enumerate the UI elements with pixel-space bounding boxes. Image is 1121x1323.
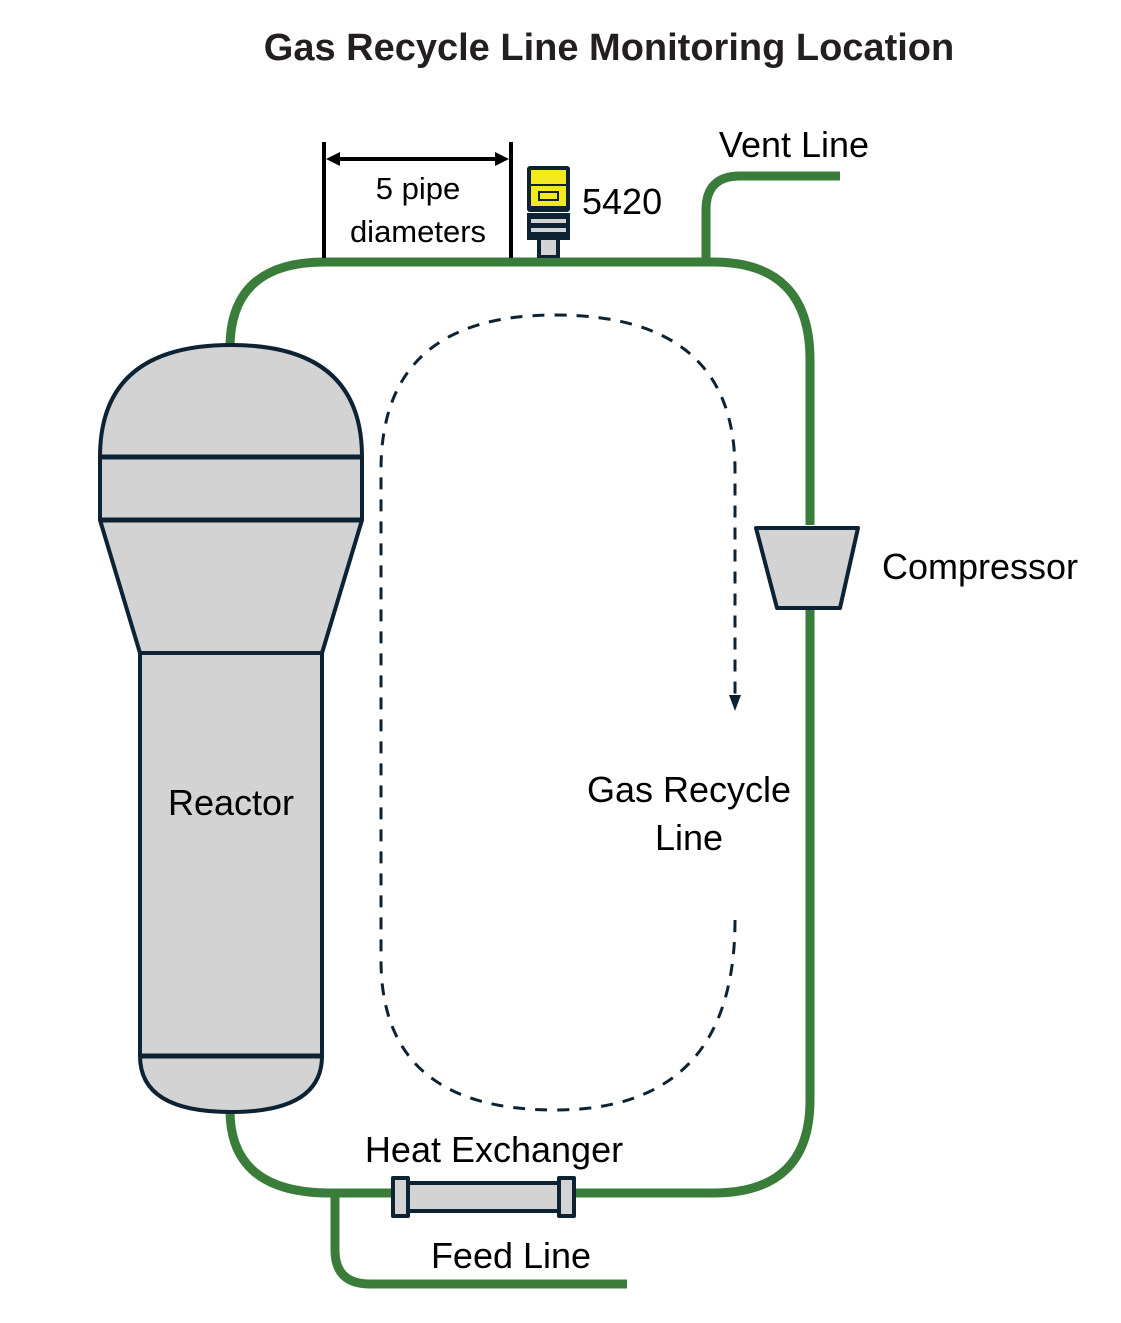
compressor-label: Compressor [882,546,1078,587]
heat-exchanger [391,1176,576,1218]
feed-line-label: Feed Line [431,1235,591,1276]
dimension-marker [322,142,513,258]
radar-transmitter-icon [527,166,570,258]
reactor-bottom-dome [138,1054,324,1114]
feed-line-pipe [330,1193,627,1289]
reactor-top-dome [98,343,364,459]
gas-recycle-label-line1: Gas Recycle [587,769,791,810]
heat-exchanger-flange-left [391,1176,410,1218]
compressor [754,526,860,610]
transmitter-model-label: 5420 [582,181,662,222]
reactor [98,343,364,1114]
reactor-body [138,651,324,1058]
heat-exchanger-shell [405,1181,562,1213]
dashed-flow-arrow-icon [379,313,737,1112]
reactor-cone [98,518,364,655]
arrowhead-left-icon [326,152,340,166]
heat-exchanger-label: Heat Exchanger [365,1129,623,1170]
vent-line-pipe [701,171,840,262]
vent-line-label: Vent Line [719,124,869,165]
diagram-title: Gas Recycle Line Monitoring Location [264,27,954,69]
arrowhead-right-icon [495,152,509,166]
reactor-label: Reactor [168,782,294,823]
heat-exchanger-flange-right [557,1176,576,1218]
reactor-band [98,455,364,522]
flow-arrowhead-icon [729,695,741,711]
dimension-label-line2: diameters [350,214,486,249]
dimension-label-line1: 5 pipe [376,171,460,206]
gas-recycle-label-line2: Line [655,817,723,858]
gas-recycle-pipe [225,257,815,1198]
